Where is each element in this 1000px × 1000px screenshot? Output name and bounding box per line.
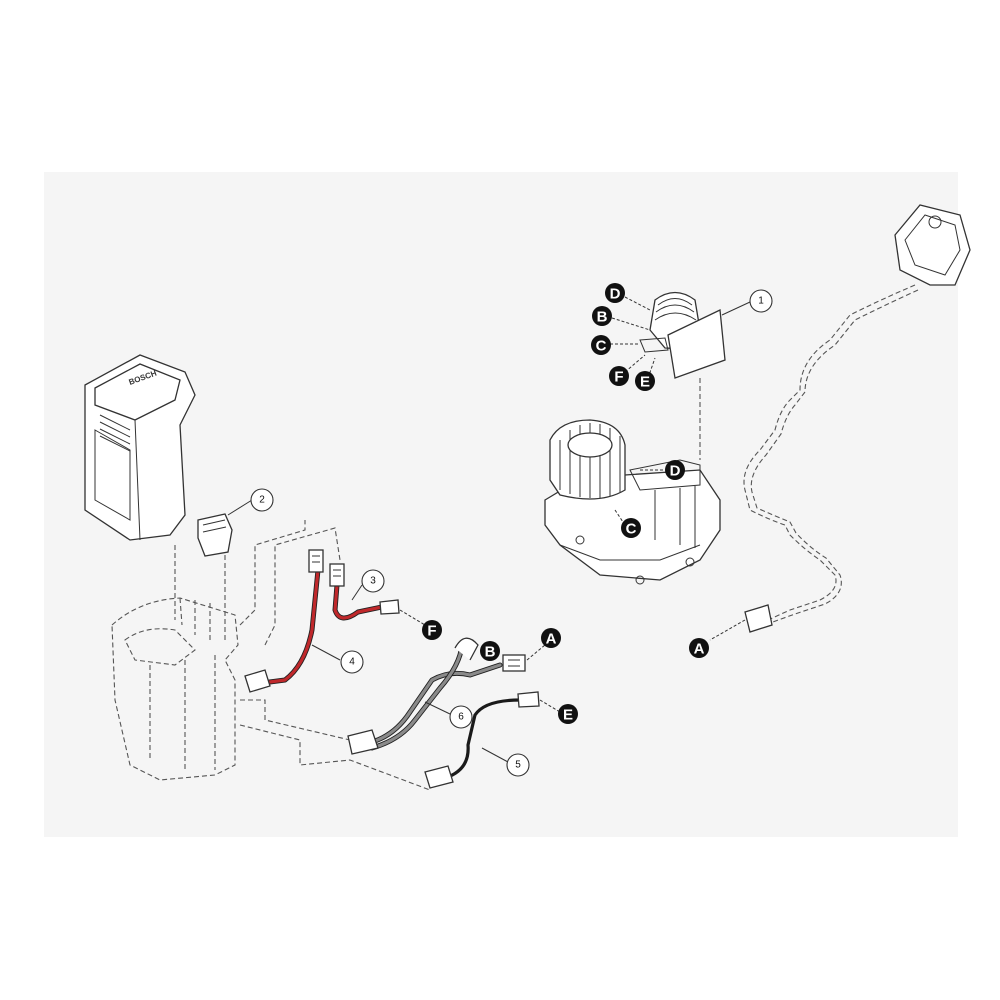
switch-module	[197, 513, 233, 557]
wire-6-gray-a	[370, 663, 502, 744]
motor-assembly	[610, 291, 751, 460]
wire-6-terminal	[347, 729, 379, 755]
svg-text:F: F	[614, 369, 623, 386]
wire-5-end	[517, 691, 540, 708]
svg-text:C: C	[626, 521, 637, 538]
callout-6-label: 6	[458, 712, 464, 723]
callout-1-label: 1	[758, 296, 764, 307]
marker-motor-e: E	[635, 371, 655, 391]
svg-text:A: A	[694, 641, 705, 658]
wire-3-end	[379, 599, 400, 615]
svg-text:B: B	[597, 309, 608, 326]
wire-3-plug	[329, 563, 345, 587]
callout-3-label: 3	[370, 576, 376, 587]
wire-4-plug	[308, 549, 324, 573]
svg-text:E: E	[563, 707, 573, 724]
wire-5	[424, 691, 561, 789]
wire-3-red	[333, 583, 384, 620]
wire-5-terminal	[424, 765, 454, 789]
svg-text:D: D	[670, 463, 681, 480]
wire-6-gray-b	[370, 643, 464, 750]
wire-6-loop	[454, 637, 479, 661]
callout-2-label: 2	[259, 495, 265, 506]
callout-5-label: 5	[515, 760, 521, 771]
marker-pump-c: C	[621, 518, 641, 538]
callout-6: 6	[424, 701, 473, 729]
marker-motor-f: F	[609, 366, 629, 386]
svg-text:E: E	[640, 374, 650, 391]
wire-4	[244, 549, 324, 693]
battery-pack: BOSCH	[84, 354, 196, 541]
diagram-panel	[44, 172, 958, 837]
wire-4-red	[260, 568, 320, 685]
svg-text:F: F	[427, 623, 436, 640]
svg-text:D: D	[610, 286, 621, 303]
callout-4: 4	[311, 644, 364, 674]
marker-motor-c: C	[591, 335, 611, 355]
callout-1: 1	[749, 289, 773, 313]
wire-4-terminal	[244, 669, 271, 693]
marker-cable-a: A	[689, 638, 709, 658]
wire-3	[329, 563, 426, 626]
wire-6	[347, 637, 546, 755]
svg-text:A: A	[546, 631, 557, 648]
marker-motor-b: B	[592, 306, 612, 326]
marker-wire-b: B	[480, 641, 500, 661]
marker-wire-f: F	[422, 620, 442, 640]
marker-pump-d: D	[665, 460, 685, 480]
motor-cover	[667, 309, 726, 379]
callout-5: 5	[481, 747, 530, 777]
charger-cable	[709, 204, 971, 641]
marker-wire-a: A	[541, 628, 561, 648]
marker-wire-e: E	[558, 704, 578, 724]
callout-2: 2	[227, 488, 274, 516]
svg-text:B: B	[485, 644, 496, 661]
pump-rotor	[567, 432, 613, 458]
wire-5-black	[443, 698, 522, 780]
wire-6-connector-a	[502, 654, 526, 672]
handle-housing	[111, 520, 431, 791]
marker-motor-d: D	[605, 283, 625, 303]
callout-4-label: 4	[349, 657, 355, 668]
callout-3: 3	[351, 569, 385, 601]
svg-text:C: C	[596, 338, 607, 355]
cable-plug	[744, 604, 773, 633]
